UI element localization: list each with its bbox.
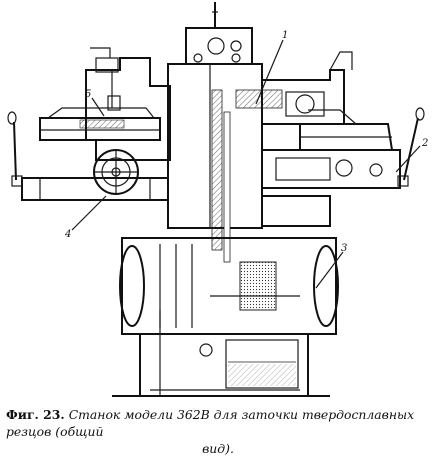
- caption-label: Фиг. 23.: [6, 407, 65, 422]
- caption-text: Станок модели 362В для заточки твердоспл…: [6, 407, 415, 439]
- top-head: [185, 27, 253, 65]
- label-1: 1: [282, 30, 288, 41]
- figure-caption: Фиг. 23. Станок модели 362В для заточки …: [6, 406, 430, 456]
- caption-text-cont: вид).: [202, 441, 234, 456]
- leader-lines: [71, 39, 421, 289]
- left-table: [39, 107, 161, 141]
- left-bracket: [21, 177, 169, 201]
- top-rod: [212, 2, 218, 28]
- motor: [119, 237, 339, 335]
- left-handwheel: [93, 149, 139, 195]
- base-pedestal: [112, 310, 330, 397]
- right-slide: [261, 149, 401, 227]
- label-4: 4: [64, 229, 71, 240]
- label-3: 3: [341, 243, 347, 254]
- right-grinding-head: [235, 51, 353, 125]
- label-2: 2: [421, 138, 428, 149]
- machine-drawing: 1 2 3 4 5: [7, 2, 428, 397]
- left-grinding-head: [85, 47, 171, 161]
- left-lever: [7, 111, 23, 187]
- label-5: 5: [85, 89, 91, 100]
- column-body: [167, 63, 263, 263]
- right-lever: [397, 107, 425, 187]
